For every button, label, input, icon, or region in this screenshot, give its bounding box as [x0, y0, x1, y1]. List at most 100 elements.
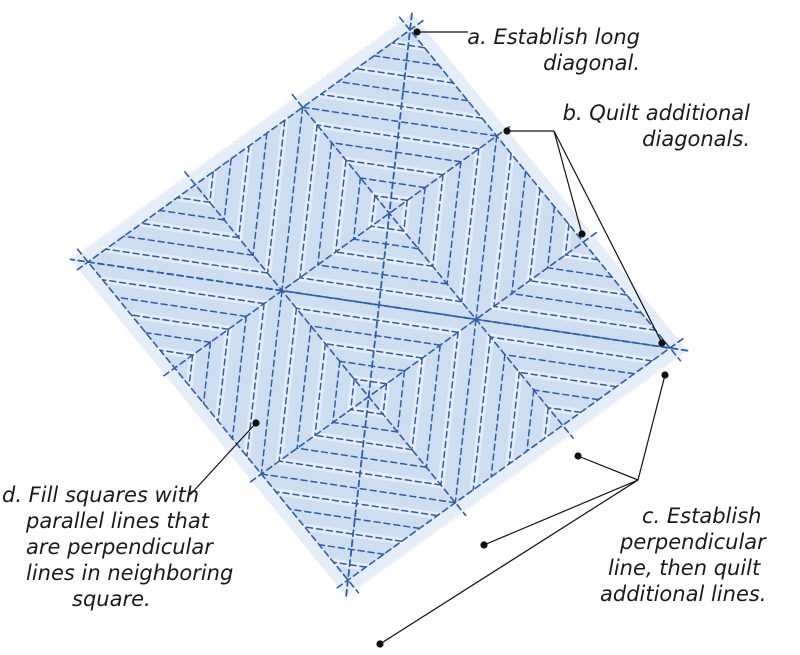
callout-b-line-1: b. Quilt additional — [562, 101, 750, 125]
diagonal-stitch — [295, 307, 459, 333]
diagonal-stitch — [370, 194, 376, 227]
callout-d-line-3: are perpendicular — [26, 535, 213, 559]
diagonal-stitch — [533, 389, 600, 401]
diagonal-stitch — [278, 307, 298, 462]
diagonal-stitch — [564, 254, 599, 261]
diagonal-stitch — [493, 305, 657, 332]
diagonal-stitch — [352, 177, 362, 240]
callout-c-line-2: perpendicular — [620, 530, 766, 554]
callout-d-label: d. Fill squares with parallel lines that… — [2, 482, 252, 612]
diagonal-stitch — [158, 209, 225, 221]
diagonal-stitch — [446, 161, 462, 285]
diagonal-stitch — [299, 277, 463, 303]
diagonal-stitch — [489, 336, 653, 362]
diagonal-stitch — [417, 186, 426, 250]
diagonal-stitch — [159, 349, 194, 356]
diagonal-stitch — [116, 296, 247, 318]
diagonal-stitch — [382, 383, 388, 416]
diagonal-stitch — [454, 318, 477, 504]
cross-diagonal — [69, 258, 689, 352]
diagonal-stitch — [431, 173, 444, 268]
diagonal-stitch — [546, 205, 556, 269]
diagonal-stitch — [526, 389, 535, 452]
diagonal-stitch — [564, 223, 570, 256]
diagonal-stitch — [289, 508, 421, 530]
diagonal-stitch — [528, 279, 628, 296]
diagonal-stitch — [123, 235, 254, 257]
diagonal-stitch — [504, 353, 635, 375]
diagonal-stitch — [296, 447, 428, 469]
diagonal-stitch — [355, 67, 455, 84]
callout-b-leader-3 — [553, 130, 663, 344]
diagonal-stitch — [345, 159, 444, 176]
diagonal-stitch — [223, 158, 232, 221]
diagonal-stitch — [217, 328, 230, 422]
diagonal-stitch — [547, 406, 582, 414]
callout-c-label: c. Establish perpendicular line, then qu… — [600, 503, 796, 607]
callout-a-line-1: a. Establish long — [467, 25, 640, 49]
diagonal-stitch — [373, 55, 440, 67]
diagonal-stitch — [332, 360, 341, 424]
diagonal-stitch — [237, 145, 250, 239]
diagonal-stitch — [176, 196, 211, 204]
callout-c-line-1: c. Establish — [642, 504, 762, 528]
diagonal-stitch — [472, 336, 492, 491]
callout-a-line-2: diagonal. — [543, 51, 640, 75]
diagonal-stitch — [440, 331, 459, 486]
callout-b-line-2: diagonals. — [642, 127, 750, 151]
diagonal-stitch — [546, 267, 613, 279]
diagonal-stitch — [101, 278, 265, 305]
diagonal-stitch — [299, 124, 318, 279]
diagonal-stitch — [246, 302, 265, 458]
diagonal-stitch — [260, 473, 457, 504]
diagonal-stitch — [334, 159, 347, 253]
callout-b-leader-2 — [553, 130, 583, 235]
diagonal-stitch — [188, 354, 194, 387]
callout-c-line-4: additional lines. — [600, 582, 767, 606]
diagonal-stitch — [528, 188, 541, 282]
diagonal-stitch — [130, 314, 230, 331]
diagonal-stitch — [425, 344, 441, 469]
diagonal-stitch — [314, 342, 327, 437]
diagonal-stitch — [281, 106, 304, 292]
diagonal-stitch — [475, 135, 498, 321]
diagonal-stitch — [296, 325, 312, 449]
diagonal-stitch — [493, 152, 512, 308]
diagonal-stitch — [231, 315, 247, 440]
diagonal-stitch — [303, 526, 403, 543]
diagonal-stitch — [350, 378, 355, 411]
diagonal-stitch — [266, 119, 286, 274]
callout-d-line-5: square. — [72, 587, 151, 611]
callout-d-line-1: d. Fill squares with — [2, 483, 200, 507]
callout-d-line-4: lines in neighboring — [26, 561, 234, 585]
diagonal-stitch — [140, 222, 240, 239]
quilt-stitch-lines — [69, 12, 689, 598]
diagonal-stitch — [337, 80, 469, 102]
diagonal-stitch — [460, 148, 480, 303]
diagonal-stitch — [511, 170, 527, 295]
callout-d-leader — [189, 422, 257, 496]
diagonal-stitch — [396, 370, 406, 433]
callout-c-leader-4 — [379, 479, 639, 645]
diagonal-stitch — [145, 331, 212, 343]
diagonal-stitch — [209, 171, 214, 204]
diagonal-stitch — [252, 132, 268, 257]
callout-d-line-2: parallel lines that — [26, 509, 209, 533]
diagonal-stitch — [314, 434, 413, 451]
diagonal-stitch — [260, 289, 283, 475]
diagonal-stitch — [518, 371, 618, 388]
diagonal-stitch — [324, 342, 424, 359]
diagonal-stitch — [334, 251, 434, 268]
callout-b-label: b. Quilt additional diagonals. — [540, 100, 750, 152]
callout-c-line-3: line, then quilt — [608, 556, 761, 580]
callout-c-leader-3 — [483, 479, 639, 546]
diagonal-stitch — [105, 248, 269, 274]
diagonal-stitch — [317, 141, 333, 266]
callout-leader-lines — [189, 28, 669, 648]
diagonal-stitch — [411, 357, 424, 451]
callout-c-leader-1 — [637, 374, 666, 481]
diagonal-stitch — [202, 341, 212, 405]
diagonal-stitch — [403, 199, 408, 232]
callout-a-label: a. Establish long diagonal. — [420, 24, 640, 76]
